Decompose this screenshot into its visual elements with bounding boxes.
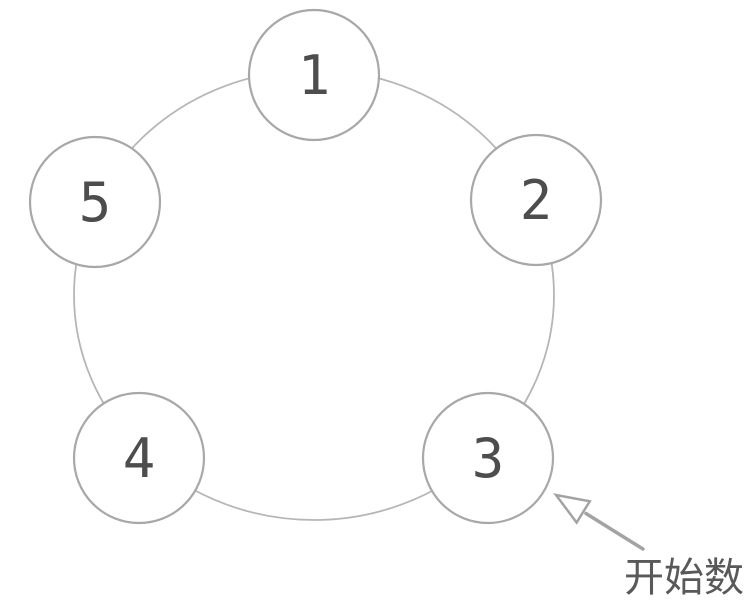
- node-circle-1: [247, 8, 381, 142]
- annotation-arrow-head-icon: [553, 493, 592, 525]
- node-circle-2: [469, 133, 603, 267]
- node-label-5: 5: [79, 171, 112, 234]
- annotation-arrow-shaft: [584, 511, 645, 551]
- node-label-3: 3: [472, 427, 505, 490]
- node-circle-4: [72, 391, 206, 525]
- node-circle-3: [421, 391, 555, 525]
- node-label-1: 1: [298, 44, 331, 107]
- annotation-label: 开始数: [624, 556, 744, 600]
- node-circle-5: [28, 135, 162, 269]
- node-label-2: 2: [520, 169, 553, 232]
- node-label-4: 4: [123, 427, 156, 490]
